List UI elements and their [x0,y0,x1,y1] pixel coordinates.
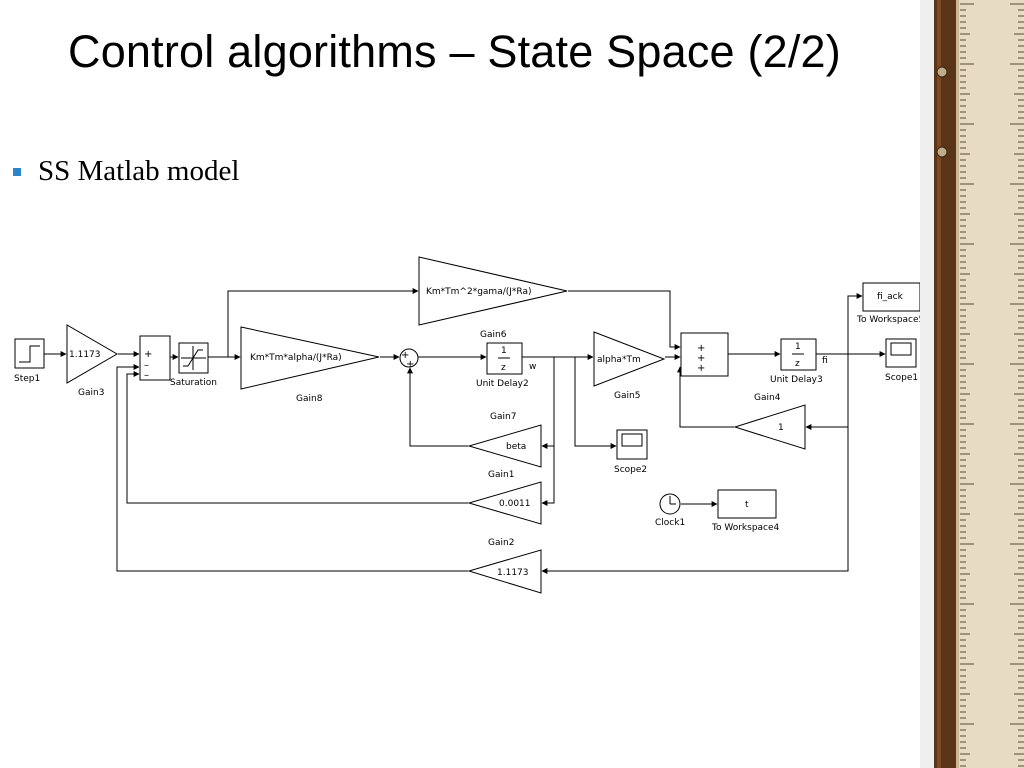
svg-text:1.1173: 1.1173 [497,568,529,578]
svg-text:Unit Delay2: Unit Delay2 [476,379,529,389]
bullet-text: SS Matlab model [38,155,240,187]
scope2-block[interactable]: Scope2 [614,429,648,475]
svg-text:+: + [144,349,152,360]
step1-block[interactable]: Step1 [14,338,45,384]
gain8-block[interactable]: Km*Tm*alpha/(J*Ra) Gain8 [240,326,380,404]
gain1-block[interactable]: 0.0011 Gain1 [467,470,542,525]
sum3-block[interactable]: + + + [680,332,729,377]
svg-text:+: + [697,353,705,364]
saturation-block[interactable]: Saturation [170,342,217,388]
simulink-diagram: Step1 1.1173 Gain3 + – – Saturation Km*T… [14,256,920,594]
svg-text:Gain7: Gain7 [490,412,516,422]
svg-text:+: + [406,359,414,370]
svg-text:Scope1: Scope1 [885,373,918,383]
signal-w-label: w [529,362,536,372]
connection-lines [44,288,886,574]
gain2-block[interactable]: 1.1173 Gain2 [467,538,542,594]
scope1-block[interactable]: Scope1 [885,338,918,383]
svg-text:–: – [144,370,149,381]
svg-text:Scope2: Scope2 [614,465,647,475]
svg-text:0.0011: 0.0011 [499,499,531,509]
slide-title: Control algorithms – State Space (2/2) [68,26,841,77]
gain6-block[interactable]: Km*Tm^2*gama/(J*Ra) Gain6 [418,256,568,340]
svg-text:z: z [501,363,506,373]
svg-text:Gain5: Gain5 [614,391,640,401]
svg-text:1.1173: 1.1173 [69,350,101,360]
to-workspace5-block[interactable]: fi_ack To Workspace5 [856,282,920,325]
gain5-block[interactable]: alpha*Tm Gain5 [593,331,666,401]
svg-text:Gain6: Gain6 [480,330,507,340]
unit-delay3-block[interactable]: 1 z Unit Delay3 [770,338,823,385]
svg-text:+: + [697,363,705,374]
sum1-block[interactable]: + – – [139,335,171,381]
svg-text:To Workspace5: To Workspace5 [856,315,920,325]
to-workspace4-block[interactable]: t To Workspace4 [711,489,780,533]
svg-text:fi_ack: fi_ack [877,292,904,302]
clock1-block[interactable]: Clock1 [655,493,685,528]
svg-text:1: 1 [501,346,507,356]
svg-text:Clock1: Clock1 [655,518,685,528]
svg-text:beta: beta [506,442,526,452]
svg-text:Gain2: Gain2 [488,538,514,548]
svg-text:Gain8: Gain8 [296,394,323,404]
gain7-block[interactable]: beta Gain7 [467,412,542,468]
svg-text:Unit Delay3: Unit Delay3 [770,375,823,385]
svg-text:Gain1: Gain1 [488,470,514,480]
svg-text:+: + [401,350,409,361]
svg-text:Saturation: Saturation [170,378,217,388]
svg-text:Km*Tm^2*gama/(J*Ra): Km*Tm^2*gama/(J*Ra) [426,287,532,297]
svg-text:Gain4: Gain4 [754,393,781,403]
svg-text:z: z [795,359,800,369]
bullet-marker-icon [13,168,21,176]
svg-text:–: – [144,360,149,371]
unit-delay2-block[interactable]: 1 z Unit Delay2 [476,342,529,389]
svg-text:Step1: Step1 [14,374,40,384]
sum2-block[interactable]: + + [399,348,419,370]
ruler-decoration-icon [920,0,1024,768]
gain4-block[interactable]: 1 Gain4 [733,393,806,450]
gain3-block[interactable]: 1.1173 Gain3 [66,324,118,398]
svg-text:Gain3: Gain3 [78,388,104,398]
signal-fi-label: fi [822,356,828,366]
svg-text:To Workspace4: To Workspace4 [711,523,780,533]
svg-text:+: + [697,343,705,354]
svg-text:t: t [745,500,749,510]
svg-text:1: 1 [778,423,784,433]
svg-text:Km*Tm*alpha/(J*Ra): Km*Tm*alpha/(J*Ra) [250,353,342,363]
svg-text:1: 1 [795,342,801,352]
svg-text:alpha*Tm: alpha*Tm [597,355,641,365]
